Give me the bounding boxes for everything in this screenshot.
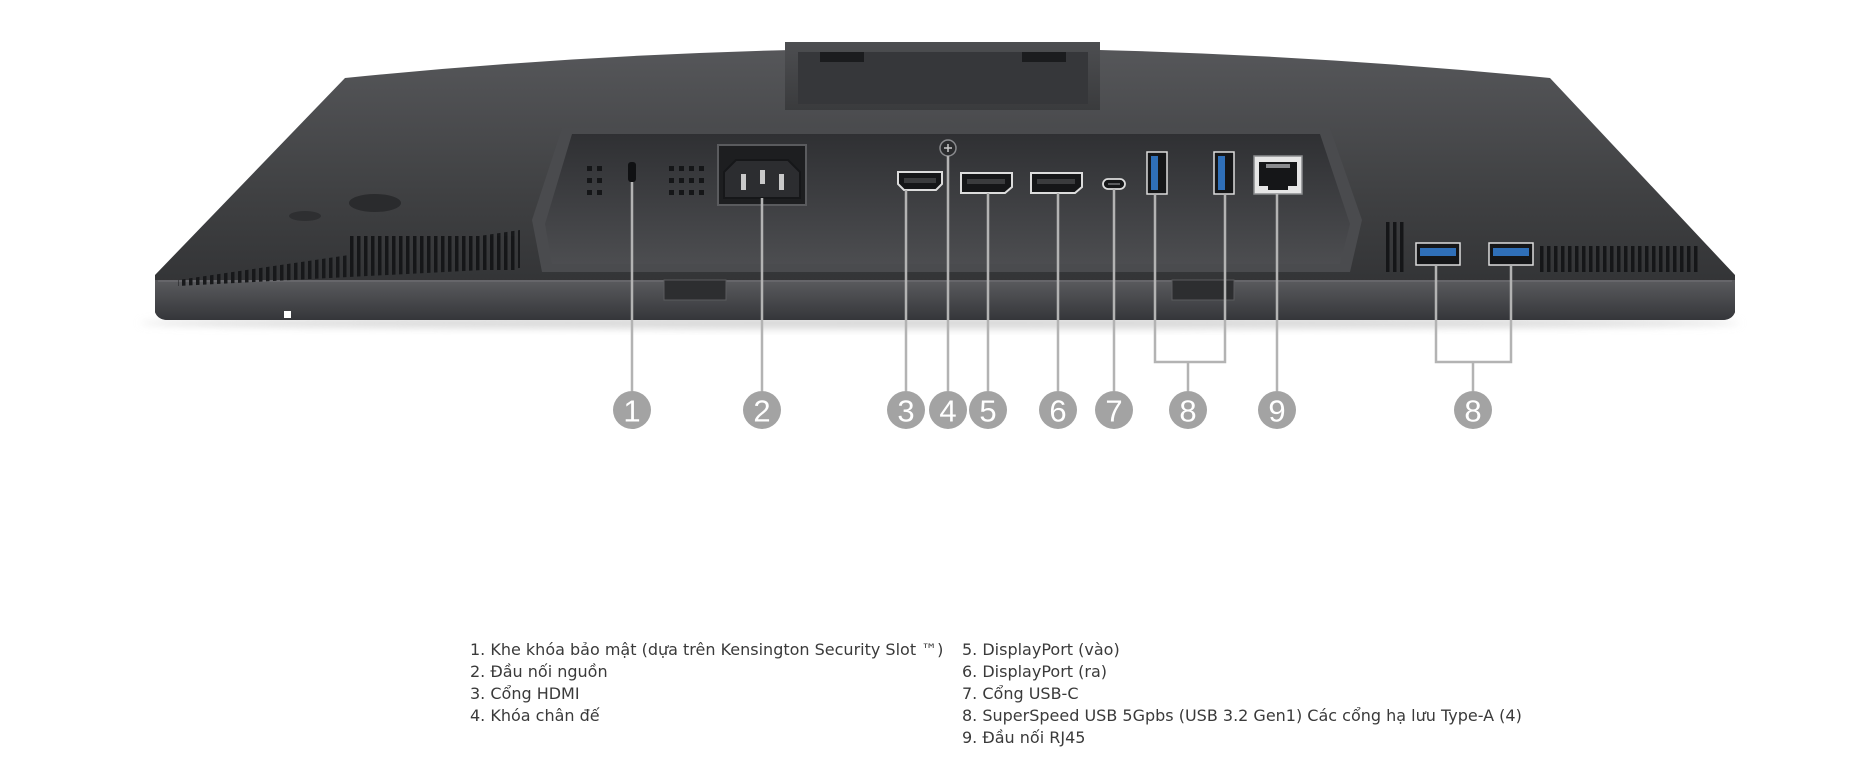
displayport-out-icon — [1030, 172, 1083, 194]
legend-item: 7. Cổng USB-C — [962, 684, 1079, 703]
usb-a-port-icon — [1146, 151, 1168, 195]
right-vent-grille — [1540, 246, 1700, 272]
svg-text:6: 6 — [1049, 394, 1066, 429]
left-vent-grille — [350, 236, 515, 270]
monitor-bottom-edge — [155, 280, 1735, 320]
svg-text:8: 8 — [1464, 394, 1481, 429]
legend-right-column: 5. DisplayPort (vào) 6. DisplayPort (ra)… — [962, 639, 1522, 749]
displayport-in-icon — [960, 172, 1013, 194]
svg-text:5: 5 — [979, 394, 996, 429]
legend-item: 5. DisplayPort (vào) — [962, 640, 1120, 659]
callout-3: 3 — [887, 391, 925, 429]
bottom-clip — [663, 279, 727, 301]
security-slot-area — [587, 162, 704, 195]
right-vent-small — [1385, 222, 1407, 272]
callout-5: 5 — [969, 391, 1007, 429]
hdmi-port-icon — [897, 171, 943, 191]
usb-a-port-icon — [1213, 151, 1235, 195]
power-connector-icon — [717, 144, 807, 206]
svg-text:1: 1 — [623, 394, 640, 429]
callout-8-rear: 8 — [1169, 391, 1207, 429]
legend-item: 6. DisplayPort (ra) — [962, 662, 1107, 681]
legend-item: 2. Đầu nối nguồn — [470, 662, 608, 681]
leader-lines — [630, 156, 1513, 391]
usb-a-port-icon — [1415, 242, 1461, 266]
legend-item: 8. SuperSpeed USB 5Gpbs (USB 3.2 Gen1) C… — [962, 706, 1522, 725]
power-indicator — [284, 311, 291, 318]
joystick-icon — [349, 194, 401, 212]
callout-7: 7 — [1095, 391, 1133, 429]
legend-item: 4. Khóa chân đế — [470, 706, 600, 725]
callout-8-side: 8 — [1454, 391, 1492, 429]
legend-item: 9. Đầu nối RJ45 — [962, 728, 1086, 747]
callout-1: 1 — [613, 391, 651, 429]
usb-c-port-icon — [1102, 178, 1126, 190]
bottom-clip — [1171, 279, 1235, 301]
svg-text:4: 4 — [939, 394, 956, 429]
svg-text:9: 9 — [1268, 394, 1285, 429]
callout-9: 9 — [1258, 391, 1296, 429]
svg-text:8: 8 — [1179, 394, 1196, 429]
svg-text:7: 7 — [1105, 394, 1122, 429]
rj45-port-icon — [1253, 155, 1303, 195]
callout-4: 4 — [929, 391, 967, 429]
callout-2: 2 — [743, 391, 781, 429]
svg-text:2: 2 — [753, 394, 770, 429]
legend-item: 3. Cổng HDMI — [470, 684, 580, 703]
svg-text:3: 3 — [897, 394, 914, 429]
callout-markers: 1 2 3 4 5 6 7 8 9 8 — [613, 391, 1492, 429]
legend-item: 1. Khe khóa bảo mật (dựa trên Kensington… — [470, 640, 944, 659]
callout-6: 6 — [1039, 391, 1077, 429]
stand-lock-icon — [939, 139, 957, 157]
legend-left-column: 1. Khe khóa bảo mật (dựa trên Kensington… — [470, 639, 944, 727]
usb-a-port-icon — [1488, 242, 1534, 266]
kensington-slot-icon — [628, 162, 636, 182]
